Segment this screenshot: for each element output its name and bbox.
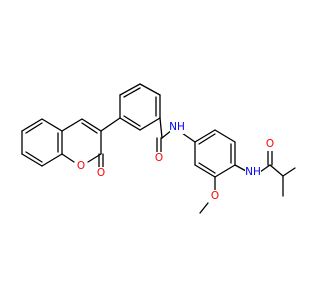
- bond: [214, 164, 236, 178]
- structure-svg: NH O O NH O O O: [21, 83, 296, 214]
- amide-nh-label: NH: [169, 121, 185, 133]
- bond: [25, 151, 43, 163]
- bond: [21, 118, 43, 132]
- bond: [234, 164, 247, 172]
- bond: [61, 153, 75, 163]
- isobutyramide-nh-label: NH: [245, 166, 261, 178]
- bond: [41, 118, 63, 132]
- bond: [123, 115, 141, 127]
- bond: [214, 129, 236, 143]
- amide-carbonyl-oxygen-label: O: [155, 152, 163, 164]
- bond: [139, 83, 161, 96]
- isobutyramide-carbonyl-oxygen-label: O: [266, 138, 274, 150]
- bond: [259, 164, 271, 173]
- bond: [139, 117, 161, 131]
- bond: [25, 122, 43, 134]
- bond: [41, 153, 63, 167]
- bond: [269, 164, 284, 177]
- bond: [123, 87, 141, 98]
- bond: [81, 122, 98, 134]
- atom-label-layer: NH O O NH O O O: [75, 121, 276, 203]
- bond: [21, 153, 43, 167]
- bond: [119, 83, 141, 96]
- bond: [100, 117, 121, 132]
- lactone-carbonyl-oxygen-label: O: [97, 167, 105, 179]
- bond: [61, 118, 83, 132]
- bond: [81, 118, 102, 132]
- bond: [194, 129, 216, 143]
- bond: [119, 117, 141, 131]
- bond: [181, 132, 196, 143]
- bond: [194, 164, 216, 178]
- bond: [159, 117, 163, 139]
- bond: [198, 162, 216, 174]
- bond: [198, 133, 216, 145]
- molecule-structure-drawing: NH O O NH O O O: [21, 83, 296, 214]
- methoxy-oxygen-label: O: [211, 190, 219, 202]
- bond: [282, 167, 296, 177]
- coumarin-ring-oxygen-label: O: [77, 160, 85, 172]
- bond-layer: [21, 83, 296, 214]
- bond: [199, 202, 209, 214]
